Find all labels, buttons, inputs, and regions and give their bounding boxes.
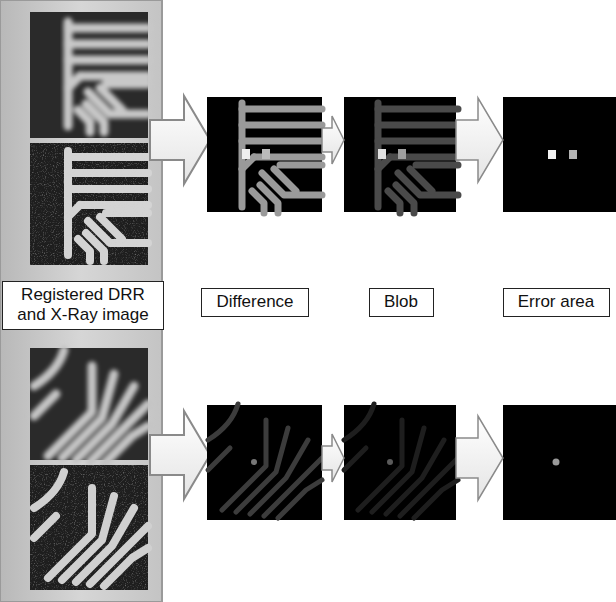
- block-arrow: [456, 98, 503, 182]
- label-box: Difference: [201, 288, 309, 317]
- block-arrow: [322, 116, 344, 164]
- difference-image-bottom: [207, 404, 322, 520]
- block-arrow: [456, 416, 503, 500]
- box-label: Difference: [216, 292, 293, 312]
- box-label: Registered DRR and X-Ray image: [9, 285, 157, 326]
- image-panel: [0, 0, 162, 602]
- blob-image-top: [344, 97, 458, 213]
- label-box: Error area: [503, 288, 610, 317]
- block-arrow: [150, 96, 210, 184]
- block-arrow: [150, 411, 210, 499]
- box-label: Blob: [384, 292, 418, 312]
- difference-image-top: [207, 97, 322, 213]
- xray-image-top: [30, 143, 148, 265]
- error-area-image-bottom: [503, 405, 616, 520]
- blob-image-bottom: [344, 404, 458, 520]
- error-area-image-top: [503, 97, 616, 212]
- drr-image-top: [30, 12, 148, 138]
- box-label: Error area: [518, 292, 595, 312]
- label-box: Registered DRR and X-Ray image: [2, 281, 164, 330]
- xray-image-bottom: [30, 465, 148, 590]
- label-box: Blob: [369, 288, 434, 317]
- drr-image-bottom: [30, 348, 148, 464]
- block-arrow: [322, 434, 344, 482]
